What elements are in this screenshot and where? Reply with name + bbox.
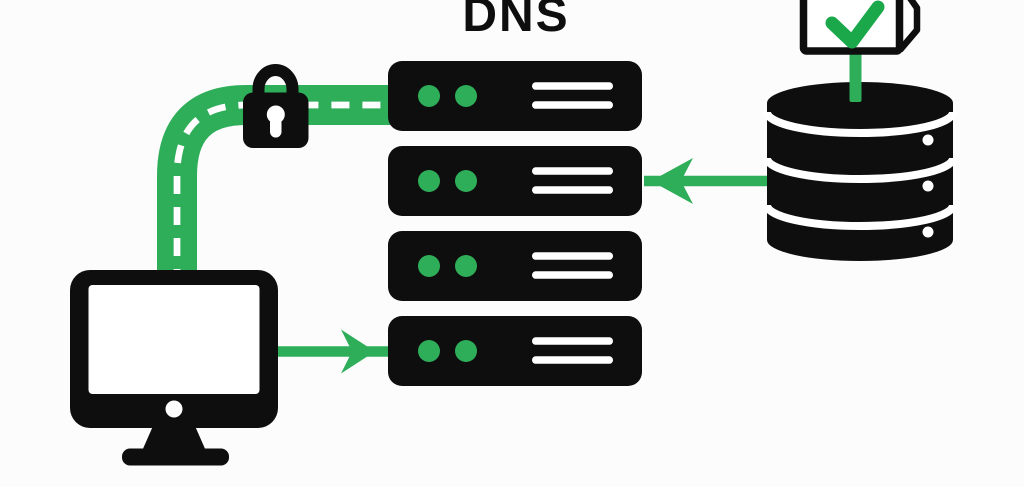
- server-led: [455, 255, 477, 277]
- server-led: [455, 340, 477, 362]
- checkbox-connector-line: [849, 46, 862, 102]
- checked-checkbox-icon: [799, 0, 921, 55]
- server-vent-line: [532, 252, 613, 260]
- server-vent-line: [532, 101, 613, 109]
- server-led: [418, 340, 440, 362]
- server-vent-line: [532, 271, 613, 279]
- dns-server-row-2: [388, 146, 642, 216]
- monitor-screen: [88, 285, 260, 394]
- checkbox-side-face: [897, 0, 921, 53]
- padlock-icon: [243, 64, 309, 148]
- server-led: [455, 170, 477, 192]
- server-led: [418, 170, 440, 192]
- diagram-title: DNS: [462, 0, 570, 42]
- server-led: [418, 85, 440, 107]
- padlock-shackle: [252, 64, 299, 100]
- server-chassis: [388, 61, 642, 131]
- checkmark-icon: [825, 0, 885, 49]
- dns-server-stack-icon: [388, 61, 642, 386]
- server-vent-line: [532, 337, 613, 345]
- secure-path-dashes: [173, 101, 392, 281]
- dns-server-row-1: [388, 61, 642, 131]
- desktop-computer-icon: [70, 270, 278, 466]
- database-arrow-head-icon: [651, 158, 693, 204]
- server-vent-line: [532, 167, 613, 175]
- dns-server-row-3: [388, 231, 642, 301]
- database-separator: [763, 157, 957, 183]
- database-bottom: [767, 219, 953, 261]
- server-vent-line: [532, 356, 613, 364]
- server-led: [455, 85, 477, 107]
- database-separator: [763, 111, 957, 137]
- padlock-keyhole: [266, 105, 285, 124]
- database-dot: [922, 180, 934, 192]
- database-to-server-arrow: [644, 158, 780, 204]
- dns-server-row-4: [388, 316, 642, 386]
- server-vent-line: [532, 82, 613, 90]
- database-separator: [763, 204, 957, 230]
- client-to-server-arrow: [278, 329, 390, 374]
- server-chassis: [388, 146, 642, 216]
- server-chassis: [388, 316, 642, 386]
- monitor-button: [165, 400, 183, 418]
- client-arrow-head-icon: [341, 329, 375, 374]
- server-chassis: [388, 231, 642, 301]
- database-dot: [922, 134, 934, 146]
- monitor-stand-base: [122, 448, 229, 466]
- secure-path: [157, 85, 392, 281]
- padlock-keyhole-stem: [270, 117, 282, 138]
- monitor-stand-neck: [142, 426, 206, 451]
- database-cylinder-icon: [763, 82, 957, 261]
- server-led: [418, 255, 440, 277]
- database-dot: [922, 226, 934, 238]
- server-vent-line: [532, 186, 613, 194]
